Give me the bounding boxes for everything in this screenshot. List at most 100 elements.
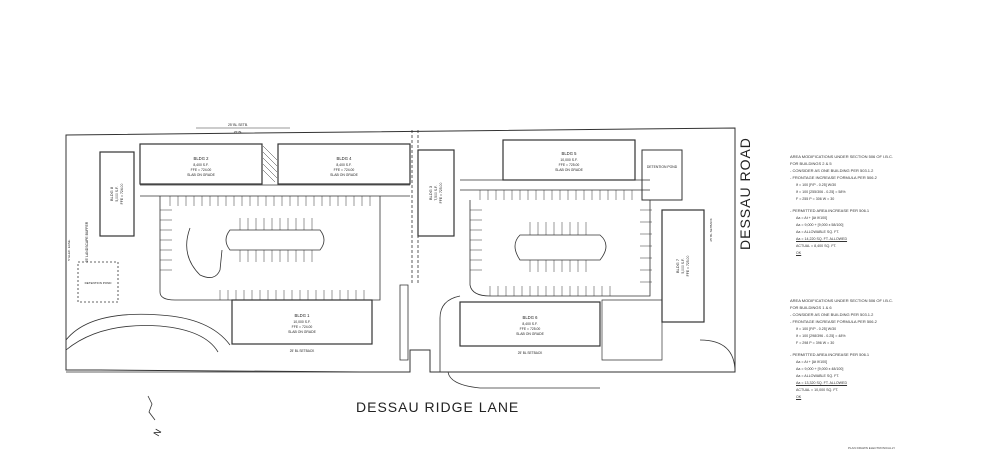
notes2-item2: - FRONTAGE INCREASE FORMULA PER 506.2 xyxy=(790,319,877,324)
area-notes-buildings-2-5: AREA MODIFICATIONS UNDER SECTION 506 OF … xyxy=(790,154,970,257)
building-5 xyxy=(502,139,636,181)
west-easement-label: 25' LANDSCAPE BUFFER xyxy=(85,221,89,262)
notes2-eq7: ACTUAL = 10,000 SQ. FT. xyxy=(796,388,839,392)
west-island xyxy=(225,229,325,251)
bldg1-slab: SLAB ON GRADE xyxy=(288,330,316,334)
hatch-breezeway xyxy=(262,145,278,183)
bldg3-area: 7,500 S.F. xyxy=(434,185,438,200)
bldg6-service-area xyxy=(601,299,663,361)
bldg6-name: BLDG 6 xyxy=(523,315,539,320)
property-line xyxy=(65,127,736,373)
bldg5-name: BLDG 5 xyxy=(562,151,578,156)
notes1-eq3: Aa = At + [At If/100] xyxy=(796,216,828,220)
notes1-eq6: Aa = 14,220 SQ. FT. ALLOWED xyxy=(796,237,848,241)
notes2-eq3: Aa = At + [At If/100] xyxy=(796,360,828,364)
bldg6-area: 8,400 S.F. xyxy=(522,322,537,326)
bldg6-setback-label: 25' BL SETBACK xyxy=(518,351,543,355)
pond-west xyxy=(77,261,119,303)
bldg5-slab: SLAB ON GRADE xyxy=(555,168,583,172)
bldg2-slab: SLAB ON GRADE xyxy=(187,173,215,177)
area-notes-buildings-1-6: AREA MODIFICATIONS UNDER SECTION 506 OF … xyxy=(790,298,970,401)
notes2-title-b: FOR BUILDINGS 1 & 6 xyxy=(790,305,832,310)
notes2-eq6: Aa = 13,320 SQ. FT. ALLOWED xyxy=(796,381,848,385)
notes2-ok: OK xyxy=(796,395,802,399)
bldg6-ff: FFE = 725.00 xyxy=(520,327,541,331)
top-setback-label: 25' BL SETB. xyxy=(228,123,248,127)
bldg6-slab: SLAB ON GRADE xyxy=(516,332,544,336)
bldg3-name: BLDG 3 xyxy=(428,185,433,200)
east-edge-label: 25' BL SETBACK xyxy=(709,218,713,241)
building-8 xyxy=(99,151,135,237)
notes2-vals1: F = 298 P = 396 W = 30 xyxy=(796,341,835,345)
building-4 xyxy=(277,143,411,185)
south-drive xyxy=(439,295,600,389)
dessau-road-label: DESSAU ROAD xyxy=(737,137,753,250)
north-arrow xyxy=(147,395,156,421)
west-pond-label: DETENTION POND xyxy=(85,281,113,285)
bldg7-ff: FFE = 725.00 xyxy=(686,256,690,277)
notes1-item1: - CONSIDER AS ONE BUILDING PER 503.1.2 xyxy=(790,168,874,173)
notes1-title-a: AREA MODIFICATIONS UNDER SECTION 506 OF … xyxy=(790,154,894,159)
notes2-item1: - CONSIDER AS ONE BUILDING PER 503.1.2 xyxy=(790,312,874,317)
west-island-hook xyxy=(186,227,223,278)
median xyxy=(399,284,409,361)
parking-stalls xyxy=(160,190,652,300)
bldg2-area: 8,400 S.F. xyxy=(193,163,208,167)
bldg2-name: BLDG 2 xyxy=(194,156,210,161)
building-7 xyxy=(661,209,705,323)
top-line-label: 25' BL xyxy=(234,130,243,134)
bldg8-ff: FFE = 724.00 xyxy=(120,184,124,205)
notes1-eq1: If = 100 [F/P - 0.25] W/30 xyxy=(796,183,837,187)
east-corner-curve xyxy=(699,339,736,373)
drawing-credit: PLAN DRAWN ELECTRONICALLY xyxy=(848,446,896,450)
east-island xyxy=(514,234,607,261)
dessau-ridge-lane-label: DESSAU RIDGE LANE xyxy=(356,399,520,415)
building-6 xyxy=(459,301,601,347)
notes1-item2: - FRONTAGE INCREASE FORMULA PER 506.2 xyxy=(790,175,877,180)
bldg2-ff: FFE = 724.00 xyxy=(191,168,212,172)
notes1-eq7: ACTUAL = 8,400 SQ. FT. xyxy=(796,244,837,248)
notes1-title-b: FOR BUILDINGS 2 & 5 xyxy=(790,161,832,166)
bldg1-area: 10,000 S.F. xyxy=(293,320,310,324)
bldg8-area: 5,000 S.F. xyxy=(115,186,119,201)
notes1-ok: OK xyxy=(796,251,802,255)
east-parking-field xyxy=(469,200,651,297)
notes2-eq5: Aa = ALLOWABLE SQ. FT. xyxy=(796,374,840,378)
bldg1-name: BLDG 1 xyxy=(295,313,311,318)
north-arrow-label: N xyxy=(151,427,163,438)
bldg4-area: 8,400 S.F. xyxy=(336,163,351,167)
west-curve-road xyxy=(65,313,231,353)
pond-east xyxy=(641,149,683,201)
bldg4-ff: FFE = 724.00 xyxy=(334,168,355,172)
notes2-eq1: If = 100 [F/P - 0.25] W/30 xyxy=(796,327,837,331)
bldg8-name: BLDG 8 xyxy=(109,186,114,201)
notes2-title-a: AREA MODIFICATIONS UNDER SECTION 506 OF … xyxy=(790,298,894,303)
notes1-eq4: Aa = 9,000 + [9,000 x 58/100] xyxy=(796,223,844,227)
north-lane-west xyxy=(140,184,410,197)
bldg5-area: 10,000 S.F. xyxy=(560,158,577,162)
west-parking-field xyxy=(159,196,381,301)
west-edge-label: 5' ELEC. EASE. xyxy=(67,239,71,261)
bldg7-name: BLDG 7 xyxy=(675,258,680,273)
bldg4-name: BLDG 4 xyxy=(337,156,353,161)
building-2 xyxy=(139,143,263,185)
notes1-eq2: If = 100 [255/306 - 0.25] = 58% xyxy=(796,190,846,194)
building-1 xyxy=(231,299,373,345)
notes1-eq5: Aa = ALLOWABLE SQ. FT. xyxy=(796,230,840,234)
bldg1-ff: FFE = 724.00 xyxy=(292,325,313,329)
notes1-item3: - PERMITTED AREA INCREASE PER 506.1 xyxy=(790,208,870,213)
bldg7-area: 5,000 S.F. xyxy=(681,258,685,273)
notes2-eq4: Aa = 9,000 + [9,000 x 48/100] xyxy=(796,367,844,371)
bldg1-setback-label: 25' BL SETBACK xyxy=(290,349,315,353)
notes2-item3: - PERMITTED AREA INCREASE PER 506.1 xyxy=(790,352,870,357)
bldg4-slab: SLAB ON GRADE xyxy=(330,173,358,177)
bldg5-ff: FFE = 725.00 xyxy=(559,163,580,167)
notes2-eq2: If = 100 [298/396 - 0.25] = 48% xyxy=(796,334,846,338)
east-pond-label: DETENTION POND xyxy=(647,165,678,169)
notes1-vals1: F = 255 P = 306 W = 30 xyxy=(796,197,835,201)
building-3 xyxy=(417,149,455,237)
north-lane-east xyxy=(460,179,650,191)
bldg3-ff: FFE = 725.00 xyxy=(439,183,443,204)
lot-divider xyxy=(411,130,419,285)
